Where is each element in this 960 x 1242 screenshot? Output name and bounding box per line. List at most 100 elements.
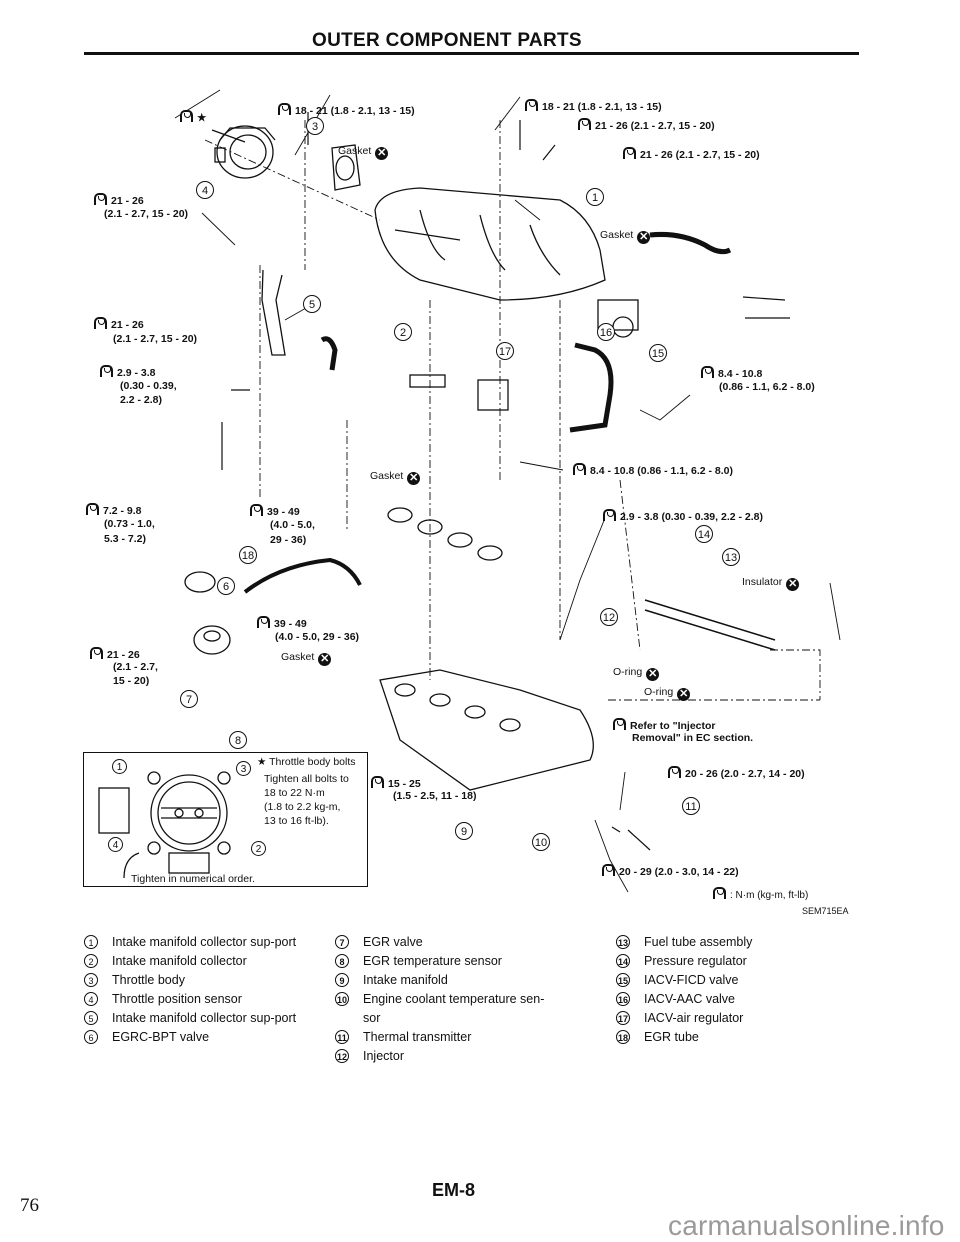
- replace-icon: ✕: [375, 147, 389, 160]
- replace-icon: ✕: [318, 653, 332, 666]
- torque-wrench-icon: [525, 99, 538, 111]
- torque-wrench-icon: [623, 147, 636, 159]
- legend-number: 16: [616, 992, 630, 1006]
- torque-callout-detail: (0.86 - 1.1, 6.2 - 8.0): [719, 381, 815, 393]
- part-number-6: 6: [217, 577, 235, 595]
- torque-callout: 21 - 26: [94, 317, 144, 332]
- legend-number: 12: [335, 1049, 349, 1063]
- legend-number: 11: [335, 1030, 349, 1044]
- torque-wrench-icon: [100, 365, 113, 377]
- replace-icon: ✕: [407, 472, 421, 485]
- manifold-gasket-drawing: [387, 507, 503, 561]
- torque-callout: 21 - 26: [90, 647, 140, 662]
- legend-number: 3: [84, 973, 98, 987]
- torque-wrench-icon: [602, 864, 615, 876]
- bolt-order-2: 2: [251, 841, 266, 856]
- legend-number: 9: [335, 973, 349, 987]
- legend-number: 6: [84, 1030, 98, 1044]
- fuel-tube-drawing: [644, 599, 776, 651]
- torque-callout-detail: (0.30 - 0.39,: [120, 380, 177, 392]
- torque-callout: 18 - 21 (1.8 - 2.1, 13 - 15): [278, 103, 415, 118]
- watermark: carmanualsonline.info: [668, 1210, 945, 1241]
- inset-line: 18 to 22 N·m: [264, 787, 325, 799]
- legend-number: 4: [84, 992, 98, 1006]
- torque-wrench-icon: [257, 616, 270, 628]
- replace-icon: ✕: [646, 668, 660, 681]
- torque-callout: 2.9 - 3.8: [100, 365, 156, 380]
- torque-callout: 20 - 29 (2.0 - 3.0, 14 - 22): [602, 864, 739, 879]
- replace-icon: ✕: [786, 578, 800, 591]
- torque-callout-injector-ref: Refer to "Injector: [613, 718, 716, 733]
- title-rule: [84, 52, 859, 55]
- torque-wrench-icon: [94, 193, 107, 205]
- torque-wrench-icon: [573, 463, 586, 475]
- torque-callout-detail: (0.73 - 1.0,: [104, 518, 155, 530]
- o-ring-label: O-ring✕: [644, 686, 691, 701]
- bolt-order-3: 3: [236, 761, 251, 776]
- inset-footer: Tighten in numerical order.: [131, 873, 255, 885]
- inset-line: Tighten all bolts to: [264, 773, 349, 785]
- torque-wrench-icon: [180, 110, 193, 122]
- torque-wrench-icon: [603, 509, 616, 521]
- torque-callout: 7.2 - 9.8: [86, 503, 142, 518]
- legend-number: 1: [84, 935, 98, 949]
- torque-callout: 20 - 26 (2.0 - 2.7, 14 - 20): [668, 766, 805, 781]
- gasket-label: Gasket✕: [281, 651, 332, 666]
- inset-line: (1.8 to 2.2 kg-m,: [264, 801, 341, 813]
- part-number-9: 9: [455, 822, 473, 840]
- throttle-gasket-drawing: [331, 144, 361, 191]
- legend-number: 17: [616, 1011, 630, 1025]
- bolt-order-1: 1: [112, 759, 127, 774]
- intake-manifold-drawing: [379, 669, 594, 791]
- torque-callout: 39 - 49: [250, 504, 300, 519]
- bolt-order-4: 4: [108, 837, 123, 852]
- inset-heading: ★ Throttle body bolts: [257, 756, 356, 768]
- torque-wrench-icon: [86, 503, 99, 515]
- throttle-bolt-inset: 1 2 3 4: [83, 752, 368, 887]
- torque-wrench-icon: [278, 103, 291, 115]
- torque-wrench-icon: [701, 366, 714, 378]
- part-number-13: 13: [722, 548, 740, 566]
- legend-number: 18: [616, 1030, 630, 1044]
- collector-drawing: [374, 187, 606, 301]
- legend-number: 5: [84, 1011, 98, 1025]
- torque-callout: 39 - 49: [257, 616, 307, 631]
- torque-callout: 21 - 26 (2.1 - 2.7, 15 - 20): [623, 147, 760, 162]
- gasket-label: Gasket✕: [338, 145, 389, 160]
- gasket-label: Gasket✕: [600, 229, 651, 244]
- torque-callout-injector-ref-detail: Removal" in EC section.: [632, 732, 754, 744]
- torque-callout-detail: (4.0 - 5.0,: [270, 519, 315, 531]
- replace-icon: ✕: [677, 688, 691, 701]
- unit-note: : N·m (kg-m, ft-lb): [713, 887, 808, 901]
- torque-callout-detail: 15 - 20): [113, 675, 150, 687]
- legend-number: 7: [335, 935, 349, 949]
- egr-tube-drawing: [243, 557, 362, 594]
- gasket-label: Gasket✕: [370, 470, 421, 485]
- torque-wrench-icon: [578, 118, 591, 130]
- legend-number: 10: [335, 992, 349, 1006]
- torque-callout-detail: (4.0 - 5.0, 29 - 36): [275, 631, 360, 643]
- section-number: EM-8: [432, 1180, 476, 1200]
- torque-wrench-icon: [668, 766, 681, 778]
- part-number-10: 10: [532, 833, 550, 851]
- torque-callout: 21 - 26 (2.1 - 2.7, 15 - 20): [578, 118, 715, 133]
- part-number-16: 16: [597, 323, 615, 341]
- throttle-body-front-drawing: [98, 771, 231, 879]
